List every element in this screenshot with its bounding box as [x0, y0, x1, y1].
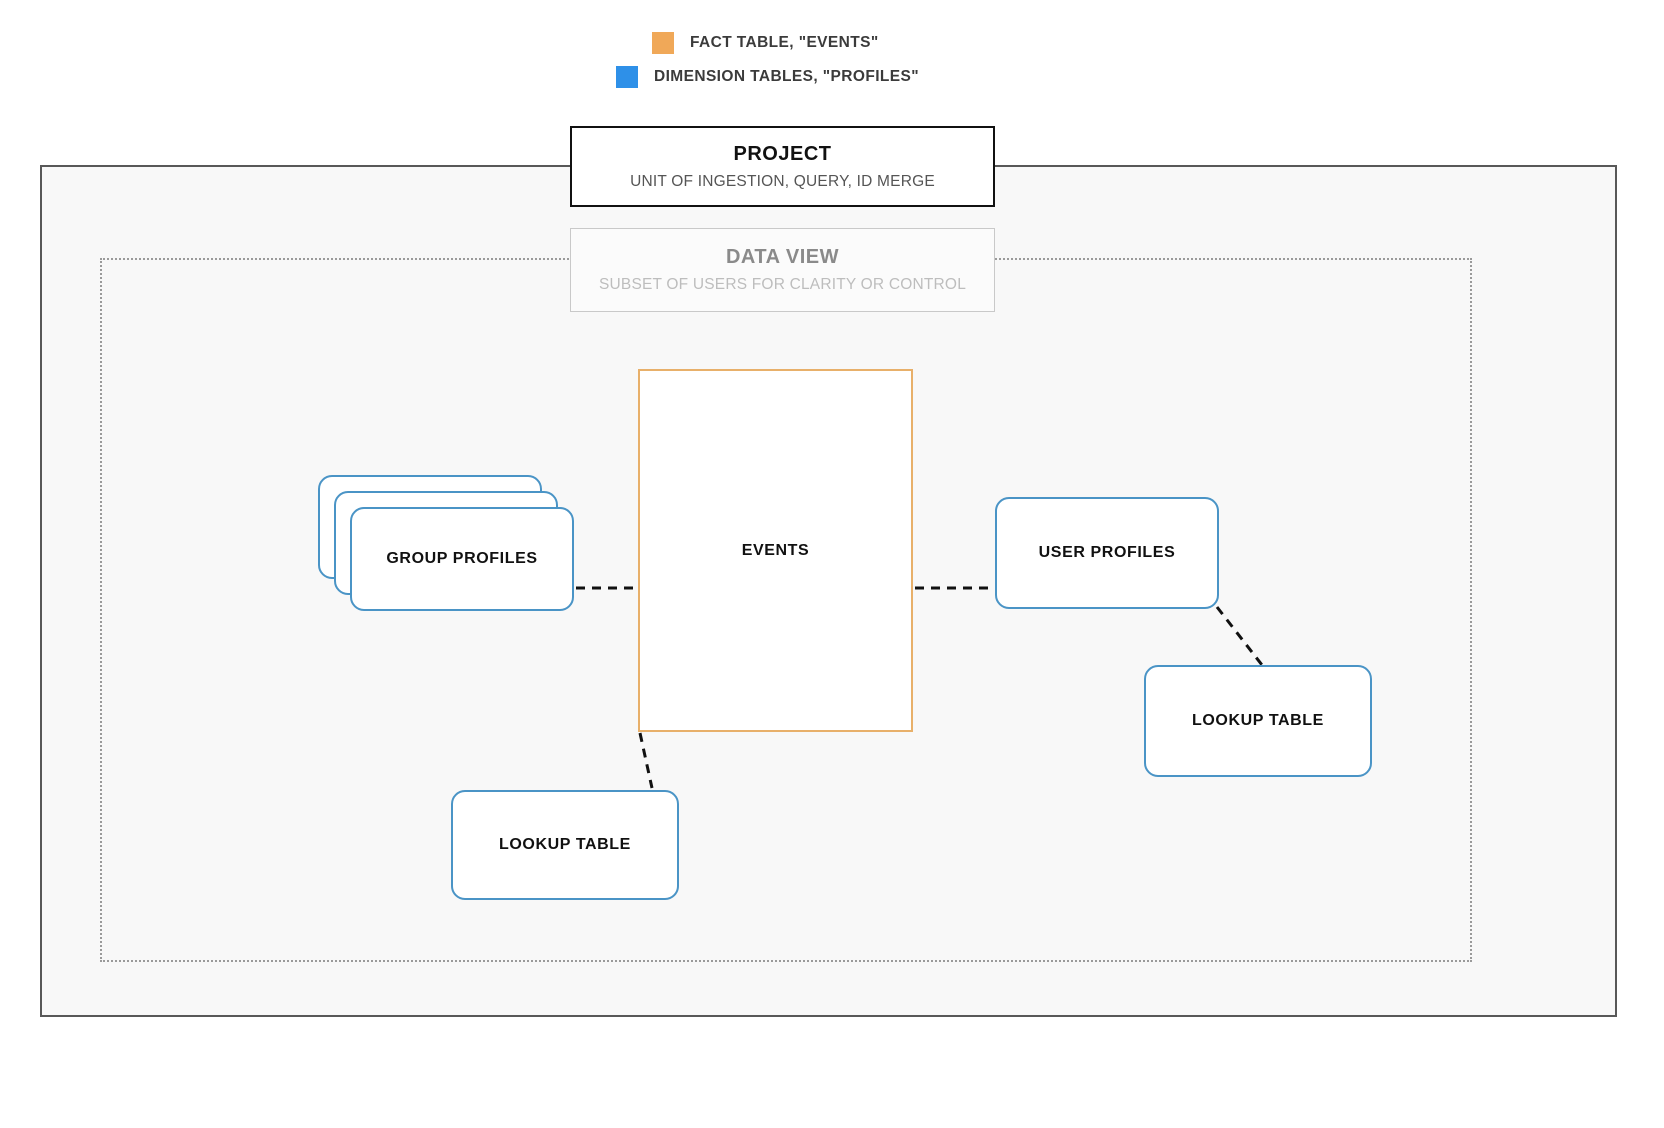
group-profiles-card-front[interactable]: GROUP PROFILES — [350, 507, 574, 611]
legend-item-fact-table: FACT TABLE, "EVENTS" — [0, 26, 1664, 60]
data-view-header-box: DATA VIEW SUBSET OF USERS FOR CLARITY OR… — [570, 228, 995, 312]
legend-item-dimension-tables: DIMENSION TABLES, "PROFILES" — [0, 60, 1664, 94]
legend-label-dimension-tables: DIMENSION TABLES, "PROFILES" — [654, 68, 920, 85]
dimension-table-lookup-table-left[interactable]: LOOKUP TABLE — [451, 790, 679, 900]
group-profiles-label: GROUP PROFILES — [386, 550, 538, 567]
legend: FACT TABLE, "EVENTS" DIMENSION TABLES, "… — [0, 26, 1664, 94]
legend-label-fact-table: FACT TABLE, "EVENTS" — [690, 34, 879, 51]
lookup-table-left-label: LOOKUP TABLE — [499, 836, 631, 853]
project-title: PROJECT — [733, 142, 832, 165]
project-subtitle: UNIT OF INGESTION, QUERY, ID MERGE — [630, 172, 935, 190]
project-header-box: PROJECT UNIT OF INGESTION, QUERY, ID MER… — [570, 126, 995, 207]
square-swatch-orange-icon — [652, 32, 674, 54]
fact-table-events-label: EVENTS — [741, 541, 810, 559]
dimension-table-group-profiles[interactable]: GROUP PROFILES — [318, 475, 574, 611]
fact-table-events[interactable]: EVENTS — [638, 369, 913, 732]
user-profiles-label: USER PROFILES — [1038, 544, 1176, 561]
data-view-subtitle: SUBSET OF USERS FOR CLARITY OR CONTROL — [598, 276, 967, 293]
data-view-title: DATA VIEW — [725, 246, 839, 268]
square-swatch-blue-icon — [616, 66, 638, 88]
dimension-table-user-profiles[interactable]: USER PROFILES — [995, 497, 1219, 609]
lookup-table-right-label: LOOKUP TABLE — [1192, 712, 1324, 729]
dimension-table-lookup-table-right[interactable]: LOOKUP TABLE — [1144, 665, 1372, 777]
